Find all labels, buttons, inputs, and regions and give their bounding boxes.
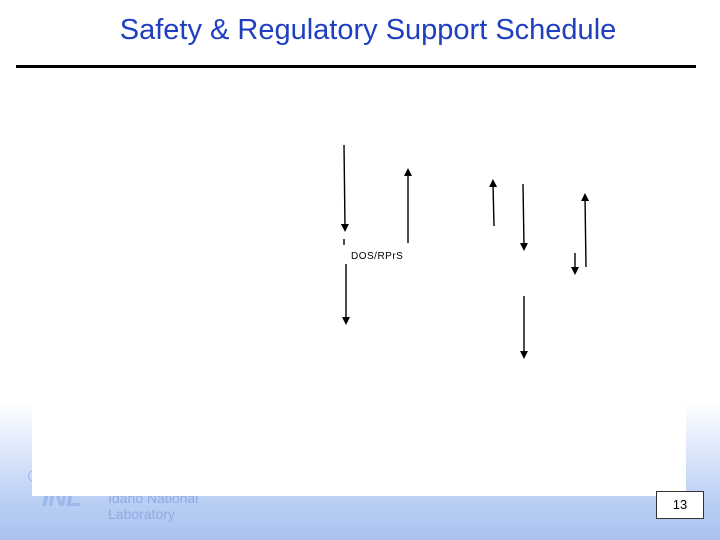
- page-number: 13: [656, 491, 704, 519]
- dos-rprs-label: DOS/RPrS: [351, 251, 404, 262]
- arrow-up-3: [581, 193, 590, 268]
- arrow-up-2: [489, 179, 498, 227]
- arrow-down-3: [519, 183, 528, 251]
- title-divider: [16, 65, 696, 68]
- slide-title: Safety & Regulatory Support Schedule: [119, 14, 617, 46]
- arrow-down-1: [340, 144, 349, 232]
- content-panel: [32, 120, 686, 496]
